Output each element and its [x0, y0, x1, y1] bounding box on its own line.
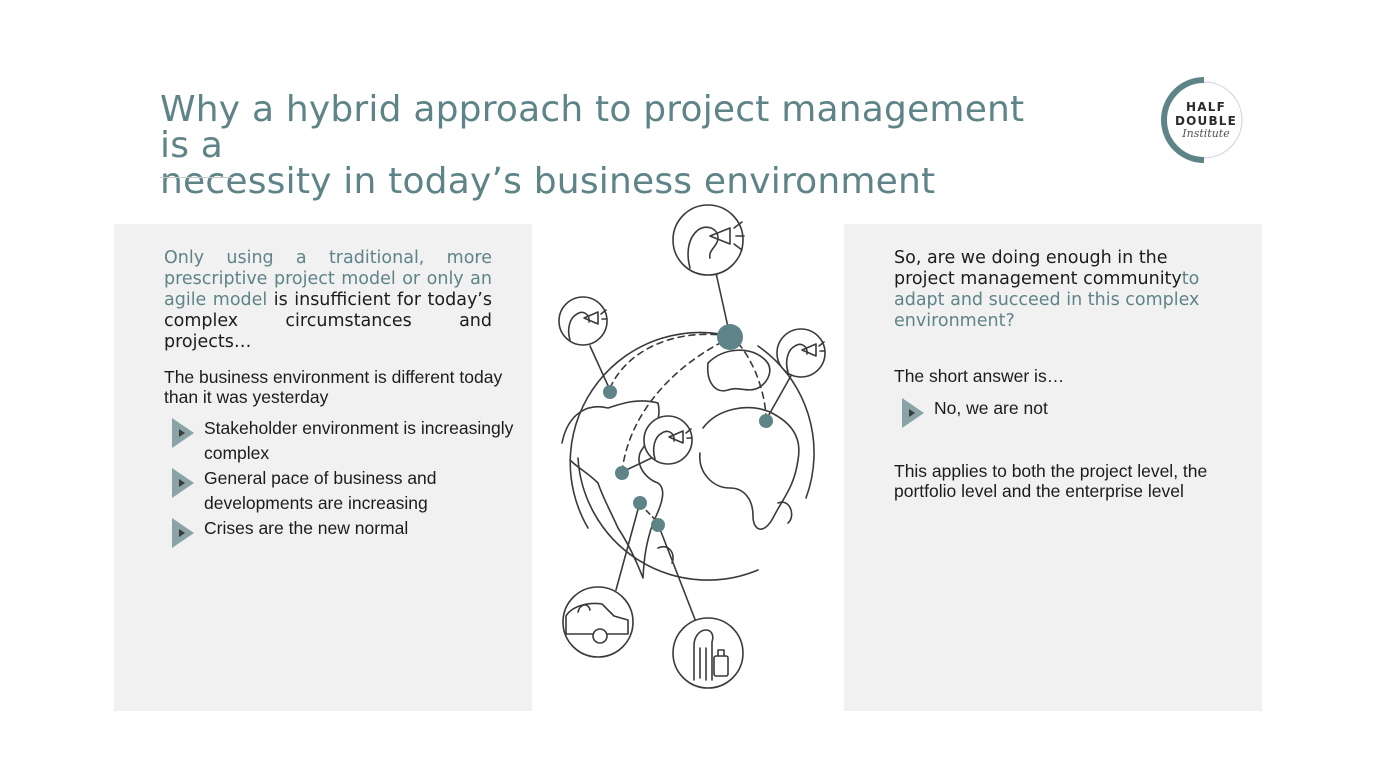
left-intro-rest: is insufficient for today’s complex circ…: [164, 290, 492, 352]
megaphone-person-icon: [776, 328, 826, 378]
connected-globe-illustration: [558, 204, 826, 689]
right-intro-accent: to adapt and succeed in this complex env…: [894, 269, 1200, 331]
logo-wordmark: HALF DOUBLE Institute: [1170, 100, 1242, 140]
applies-text: This applies to both the project level, …: [894, 461, 1244, 501]
bullet-3-line-1: Crises are the new normal: [204, 518, 409, 538]
globe-icon: [561, 331, 815, 581]
play-arrow-icon: [172, 518, 194, 548]
subheading-line-2: than it was yesterday: [164, 387, 329, 407]
applies-line-2: portfolio level and the enterprise level: [894, 481, 1184, 501]
play-arrow-icon: [172, 468, 194, 498]
logo-double: DOUBLE: [1174, 114, 1238, 128]
half-double-logo-ring-icon: [1161, 77, 1243, 163]
bullet-2-line-1: General pace of business and: [204, 468, 437, 488]
applies-line-1: This applies to both the project level, …: [894, 461, 1208, 481]
bullet-1-line-2: complex: [204, 443, 270, 463]
answer-text: No, we are not: [934, 398, 1048, 418]
megaphone-person-icon: [643, 415, 693, 465]
title-underline: [160, 177, 232, 178]
logo-institute: Institute: [1182, 127, 1230, 140]
answer-bullet: No, we are not: [900, 396, 1220, 428]
left-bullet-list: Stakeholder environment is increasingly …: [170, 416, 520, 548]
logo-half: HALF: [1186, 100, 1226, 114]
left-intro: Only using a traditional, more prescript…: [164, 248, 492, 353]
right-panel: So, are we doing enough in the project m…: [844, 224, 1262, 711]
right-intro-dark: So, are we doing enough in the project m…: [894, 248, 1182, 289]
traveler-luggage-icon: [672, 617, 744, 689]
list-item: Crises are the new normal: [170, 516, 520, 548]
title-line-2: necessity in today’s business environmen…: [160, 161, 936, 202]
list-item: General pace of business and development…: [170, 466, 520, 516]
megaphone-person-icon: [558, 296, 608, 346]
play-arrow-icon: [172, 418, 194, 448]
bullet-1-line-1: Stakeholder environment is increasingly: [204, 418, 514, 438]
title-line-1: Why a hybrid approach to project managem…: [160, 89, 1025, 166]
bullet-2-line-2: developments are increasing: [204, 493, 428, 513]
short-answer-label: The short answer is…: [894, 366, 1065, 386]
megaphone-person-icon: [672, 204, 745, 276]
subheading-line-1: The business environment is different to…: [164, 367, 503, 387]
right-intro: So, are we doing enough in the project m…: [894, 248, 1224, 332]
left-intro-accent: Only using a traditional, more prescript…: [164, 248, 492, 310]
car-icon: [562, 586, 634, 658]
left-panel: Only using a traditional, more prescript…: [114, 224, 532, 711]
business-environment-heading: The business environment is different to…: [164, 367, 524, 407]
play-arrow-icon: [902, 398, 924, 428]
slide-title: Why a hybrid approach to project managem…: [160, 92, 1060, 200]
list-item: Stakeholder environment is increasingly …: [170, 416, 520, 466]
